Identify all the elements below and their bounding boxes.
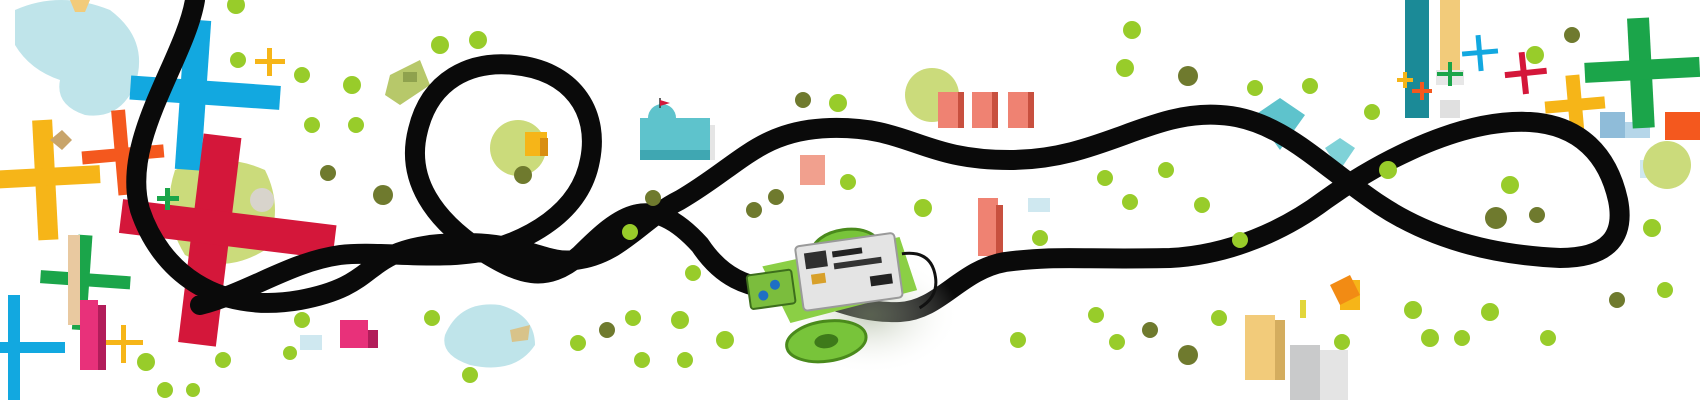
robot-sensor-board xyxy=(745,268,797,310)
green-plus-right xyxy=(1584,17,1700,129)
blue-plus-right xyxy=(1461,34,1499,72)
pond-bottom xyxy=(444,304,535,368)
yellow-plus xyxy=(0,119,101,241)
orange-plus-small-right xyxy=(1412,82,1432,100)
lawn-circle-loop xyxy=(490,120,548,176)
buildings-left xyxy=(50,60,430,370)
lake-top-left xyxy=(15,0,140,116)
trees-dark xyxy=(320,27,1625,365)
small-plus-orange xyxy=(255,48,285,76)
houses-top-center xyxy=(800,68,1050,256)
red-plus-right xyxy=(1504,51,1547,95)
trees xyxy=(137,0,1673,398)
small-plus-green xyxy=(157,188,179,210)
blue-plus-bottom-left xyxy=(0,295,65,400)
yellow-plus-small-right xyxy=(1397,72,1413,88)
robot-circuit-board xyxy=(794,232,904,312)
black-line-track xyxy=(126,0,1630,323)
castle-building xyxy=(640,98,715,160)
line-follower-robot xyxy=(745,227,960,375)
green-plus-small-right xyxy=(1437,62,1463,86)
small-plus-yellow-bottom xyxy=(105,325,143,363)
